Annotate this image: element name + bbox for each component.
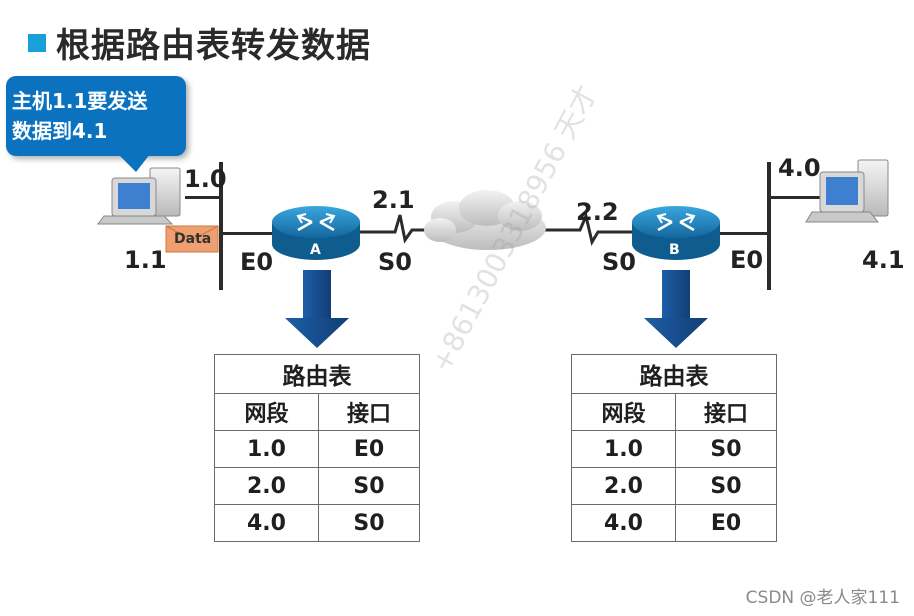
table-b-cell: E0 bbox=[675, 504, 777, 542]
router-a-s0-label: S0 bbox=[378, 248, 412, 276]
table-row: 2.0 S0 bbox=[571, 467, 777, 505]
right-lan-segment bbox=[767, 162, 771, 290]
router-b-s0-label: S0 bbox=[602, 248, 636, 276]
table-a-header-network: 网段 bbox=[214, 393, 319, 431]
data-envelope-icon bbox=[165, 225, 219, 253]
router-b-icon bbox=[632, 206, 720, 260]
callout-bubble: 主机1.1要发送 数据到4.1 bbox=[6, 76, 186, 156]
left-host-link bbox=[185, 196, 221, 199]
table-b-header-interface: 接口 bbox=[675, 393, 777, 431]
table-row: 1.0 S0 bbox=[571, 430, 777, 468]
router-a-e0-label: E0 bbox=[240, 248, 274, 276]
table-b-caption: 路由表 bbox=[571, 354, 777, 394]
right-host-link bbox=[769, 196, 821, 199]
router-b-e0-label: E0 bbox=[730, 246, 764, 274]
left-lan-segment bbox=[219, 162, 223, 290]
table-b-header-network: 网段 bbox=[571, 393, 676, 431]
envelope-label: Data bbox=[174, 231, 212, 247]
wan-cloud-icon bbox=[424, 190, 546, 250]
table-a-header-interface: 接口 bbox=[318, 393, 420, 431]
serial-link-b bbox=[545, 211, 632, 246]
arrow-down-b-icon bbox=[644, 270, 708, 348]
title-text: 根据路由表转发数据 bbox=[56, 26, 371, 66]
routing-table-a: 路由表 网段 接口 1.0 E0 2.0 S0 4.0 S0 bbox=[214, 354, 420, 542]
left-pc-icon bbox=[97, 167, 181, 225]
left-router-link bbox=[221, 232, 277, 235]
callout-line-1: 主机1.1要发送 bbox=[12, 89, 148, 113]
right-network-label: 4.0 bbox=[778, 154, 821, 182]
table-b-cell: 4.0 bbox=[571, 504, 676, 542]
router-b-serial-addr: 2.2 bbox=[576, 198, 619, 226]
callout-tail bbox=[118, 154, 150, 172]
table-a-cell: 1.0 bbox=[214, 430, 319, 468]
router-b-label: B bbox=[669, 242, 680, 258]
callout-line-2: 数据到4.1 bbox=[12, 119, 108, 143]
table-a-cell: 2.0 bbox=[214, 467, 319, 505]
title-bullet bbox=[28, 33, 46, 52]
arrow-down-a-icon bbox=[285, 270, 349, 348]
router-a-icon bbox=[272, 206, 360, 260]
right-router-link bbox=[720, 232, 769, 235]
table-a-cell: S0 bbox=[318, 467, 420, 505]
right-pc-icon bbox=[805, 159, 889, 223]
router-a-label: A bbox=[310, 242, 321, 258]
serial-link-a bbox=[355, 214, 430, 244]
router-a-serial-addr: 2.1 bbox=[372, 186, 415, 214]
table-b-cell: S0 bbox=[675, 430, 777, 468]
source-credit: CSDN @老人家111 bbox=[745, 588, 900, 608]
table-b-cell: 1.0 bbox=[571, 430, 676, 468]
table-row: 4.0 E0 bbox=[571, 504, 777, 542]
right-host-label: 4.1 bbox=[862, 246, 905, 274]
left-network-label: 1.0 bbox=[184, 165, 227, 193]
page-title: 根据路由表转发数据 bbox=[28, 18, 371, 67]
table-row: 4.0 S0 bbox=[214, 504, 420, 542]
table-a-cell: S0 bbox=[318, 504, 420, 542]
table-row: 1.0 E0 bbox=[214, 430, 420, 468]
table-a-caption: 路由表 bbox=[214, 354, 420, 394]
left-host-label: 1.1 bbox=[124, 246, 167, 274]
table-a-cell: E0 bbox=[318, 430, 420, 468]
table-b-cell: S0 bbox=[675, 467, 777, 505]
table-row: 2.0 S0 bbox=[214, 467, 420, 505]
table-a-cell: 4.0 bbox=[214, 504, 319, 542]
routing-table-b: 路由表 网段 接口 1.0 S0 2.0 S0 4.0 E0 bbox=[571, 354, 777, 542]
table-b-cell: 2.0 bbox=[571, 467, 676, 505]
